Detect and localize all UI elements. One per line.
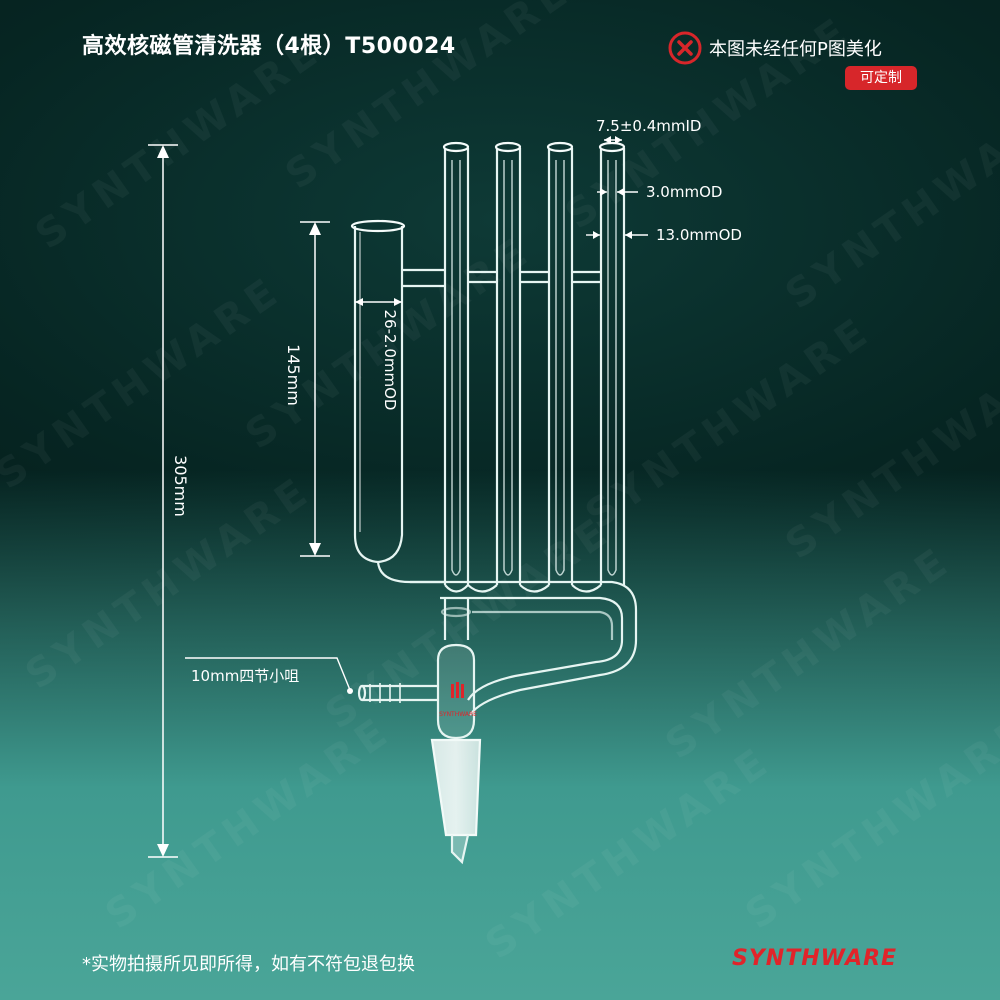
dimension-305 bbox=[148, 144, 178, 858]
label-top-id: 7.5±0.4mmID bbox=[596, 117, 701, 135]
footer-note: *实物拍摄所见即所得，如有不符包退包换 bbox=[82, 954, 415, 975]
label-hose-connector: 10mm四节小咀 bbox=[191, 667, 299, 685]
notice-text: 本图未经任何P图美化 bbox=[709, 39, 882, 60]
central-stem bbox=[443, 598, 470, 640]
outer-tube bbox=[494, 141, 522, 585]
callout-hose bbox=[185, 657, 353, 694]
ground-joint bbox=[430, 738, 482, 837]
label-145mm: 145mm bbox=[284, 344, 303, 406]
label-outer-od: 13.0mmOD bbox=[656, 226, 742, 244]
dimension-tube-od bbox=[355, 298, 402, 306]
outer-tube bbox=[598, 141, 626, 585]
outer-tube bbox=[546, 141, 574, 585]
customizable-badge: 可定制 bbox=[845, 66, 917, 90]
return-arm bbox=[467, 639, 638, 716]
background-floor bbox=[0, 470, 1000, 1000]
stamp-text: SYNTHWARE bbox=[439, 711, 477, 718]
manifold bbox=[410, 580, 638, 640]
drip-tip bbox=[450, 834, 470, 865]
dimension-top-id bbox=[604, 136, 622, 144]
side-arm bbox=[402, 268, 445, 288]
label-305mm: 305mm bbox=[171, 455, 190, 517]
page-title: 高效核磁管清洗器（4根）T500024 bbox=[82, 34, 456, 59]
circle-x-icon bbox=[668, 31, 702, 65]
hose-connector bbox=[357, 683, 438, 703]
brand-logo: SYNTHWARE bbox=[732, 946, 898, 971]
label-tube-od: 26-2.0mmOD bbox=[381, 310, 399, 411]
reservoir-rim bbox=[350, 219, 406, 233]
nmr-tube-washer bbox=[350, 141, 638, 865]
dimension-145 bbox=[300, 221, 330, 557]
dimension-inner-od bbox=[597, 188, 638, 196]
outer-tube bbox=[442, 141, 470, 585]
notice: 本图未经任何P图美化 bbox=[667, 30, 882, 66]
label-inner-od: 3.0mmOD bbox=[646, 183, 722, 201]
dimension-outer-od bbox=[586, 231, 648, 239]
brand-stamp: SYNTHWARE bbox=[439, 682, 477, 718]
